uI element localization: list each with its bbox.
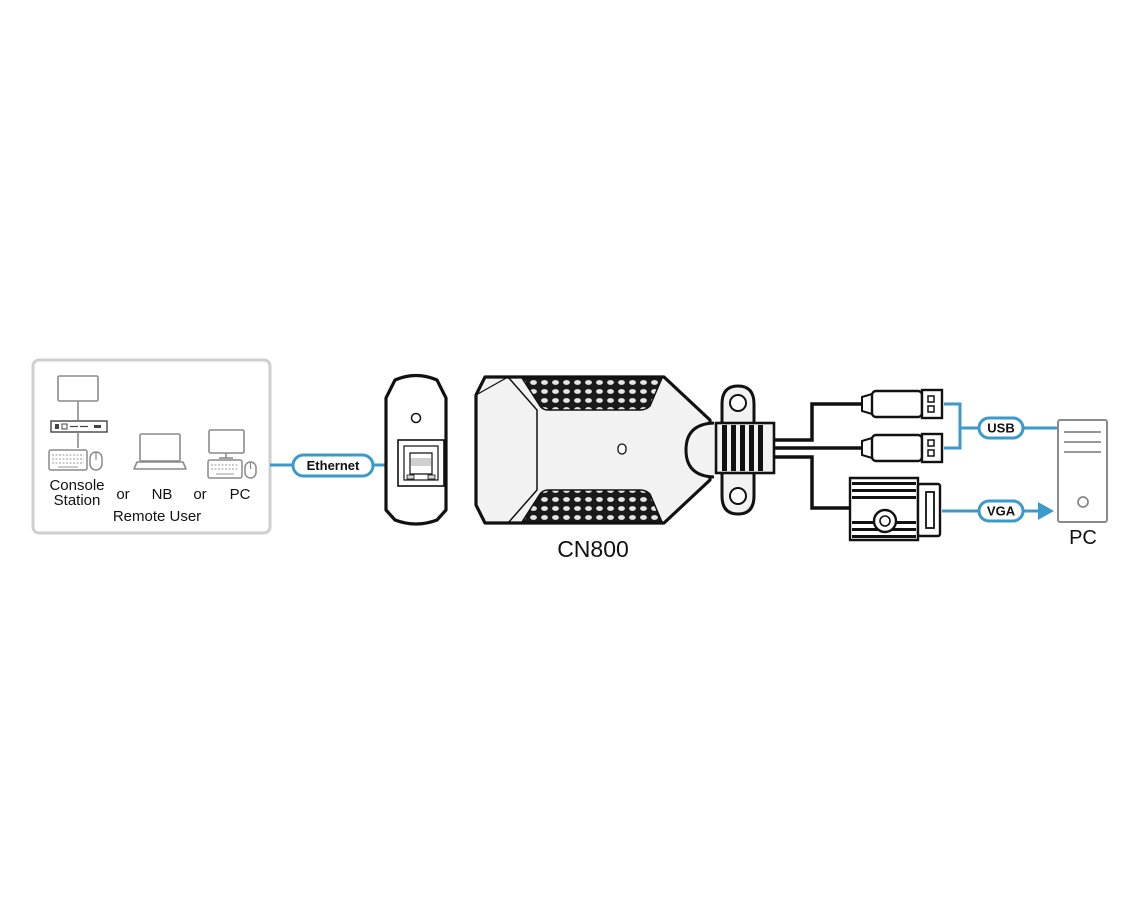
center-indicator-icon — [617, 443, 627, 455]
vga-link: VGA — [942, 499, 1054, 523]
vga-label: VGA — [987, 504, 1016, 519]
ethernet-pill — [291, 453, 375, 478]
vga-connector-icon — [848, 476, 942, 542]
console-keyboard-icon — [48, 449, 88, 471]
notebook-label: NB — [152, 486, 173, 503]
vga-arrow-icon — [1038, 502, 1054, 520]
usb-label: USB — [987, 421, 1014, 436]
console-kvm-unit-icon — [50, 420, 108, 448]
bracket-hole-bottom-icon — [729, 487, 747, 505]
console-label-line1: Console — [49, 477, 104, 494]
remote-user-panel: Console Station or NB or PC Remote User — [31, 358, 272, 535]
cable-bundle — [774, 402, 862, 510]
target-pc-tower-icon — [1057, 419, 1108, 523]
status-led-icon — [410, 412, 422, 424]
ethernet-label: Ethernet — [307, 458, 360, 473]
usb-plug-1-icon — [861, 388, 944, 420]
target-pc-label: PC — [1069, 527, 1097, 549]
cable-strain-relief — [684, 384, 776, 516]
console-mouse-icon — [89, 451, 103, 471]
console-monitor-icon — [57, 375, 99, 420]
ethernet-link: Ethernet — [270, 453, 388, 478]
notebook-icon — [133, 433, 187, 470]
usb-plug-2-icon — [861, 432, 944, 464]
cn800-rj45-end-view — [384, 373, 448, 526]
or-separator-2: or — [193, 486, 206, 503]
or-separator-1: or — [116, 486, 129, 503]
console-label-line2: Station — [54, 492, 101, 509]
rj45-port-icon — [397, 439, 445, 487]
bracket-hole-top-icon — [729, 394, 747, 412]
cn800-device-body — [474, 375, 712, 525]
remote-user-label: Remote User — [113, 508, 201, 525]
device-name-label: CN800 — [557, 536, 629, 562]
remote-pc-monitor-icon — [208, 429, 245, 459]
remote-pc-keyboard-icon — [207, 459, 243, 479]
top-grip-texture — [520, 377, 664, 411]
remote-pc-mouse-icon — [244, 461, 257, 479]
vga-pill — [977, 499, 1025, 523]
bottom-grip-texture — [520, 489, 664, 523]
remote-pc-label: PC — [230, 486, 251, 503]
usb-pill — [977, 416, 1025, 440]
